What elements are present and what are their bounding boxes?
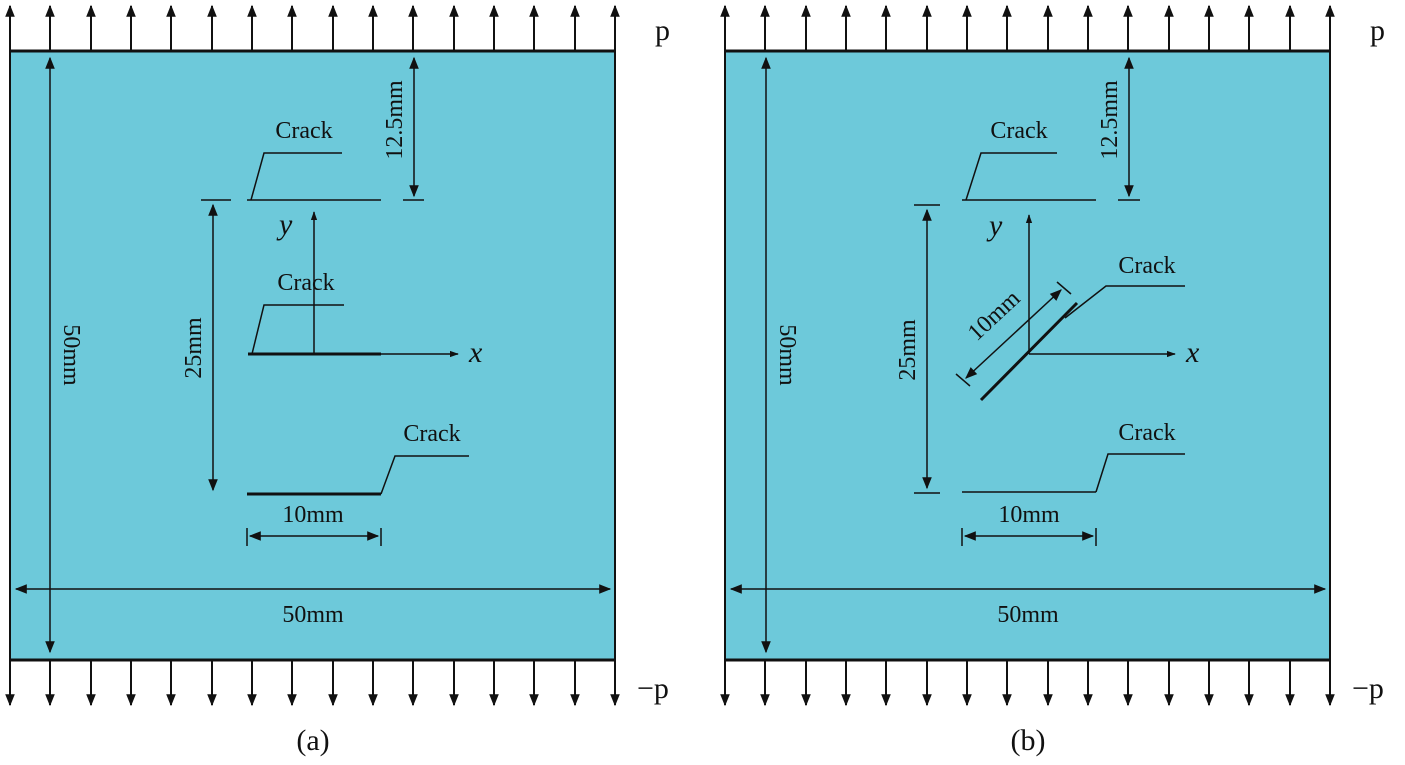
load-label-top-b: p [1370,14,1385,47]
length-label-b: 10mm [998,502,1060,528]
y-axis-label-b: y [986,209,1003,242]
crack-leader-middle-a [251,304,344,355]
spacing-label-a: 25mm [181,317,207,379]
panel-b: p −p 50mm 50mm 12.5mm 25mm Crack Crack C… [720,4,1385,757]
height-label-b: 50mm [774,324,800,386]
crack-label-top-a: Crack [275,118,332,144]
caption-b: (b) [1011,724,1046,757]
width-label-b: 50mm [997,602,1059,628]
crack-leader-middle-b [1064,285,1185,319]
crack-label-middle-a: Crack [277,270,334,296]
crack-leader-bottom-b [1095,453,1185,493]
crack-label-bottom-a: Crack [403,421,460,447]
load-label-bottom-b: −p [1352,672,1384,705]
width-label-a: 50mm [282,602,344,628]
caption-a: (a) [296,724,329,757]
offset-label-a: 12.5mm [382,80,408,160]
load-label-top-a: p [655,14,670,47]
length-extension-high-b [1056,281,1072,295]
load-label-bottom-a: −p [637,672,669,705]
crack-label-top-b: Crack [990,118,1047,144]
height-label-a: 50mm [58,324,84,386]
x-axis-label-a: x [468,336,483,369]
spacing-label-b: 25mm [895,319,921,381]
panel-a: p −p 50mm 50mm 12.5mm 25mm Crack Crack C… [5,4,670,757]
offset-label-b: 12.5mm [1097,80,1123,160]
crack-leader-bottom-a [380,455,469,495]
length-label-a: 10mm [282,502,344,528]
load-arrows-b [720,4,1335,707]
length-extension-low-b [955,373,971,387]
y-axis-label-a: y [276,208,293,241]
load-arrows-a [5,4,620,707]
length-dimension-inclined-b [965,289,1062,379]
crack-leader-top-b [965,152,1057,201]
crack-label-bottom-b: Crack [1118,420,1175,446]
crack-label-middle-b: Crack [1118,253,1175,279]
x-axis-label-b: x [1185,336,1200,369]
crack-leader-top-a [250,152,342,201]
